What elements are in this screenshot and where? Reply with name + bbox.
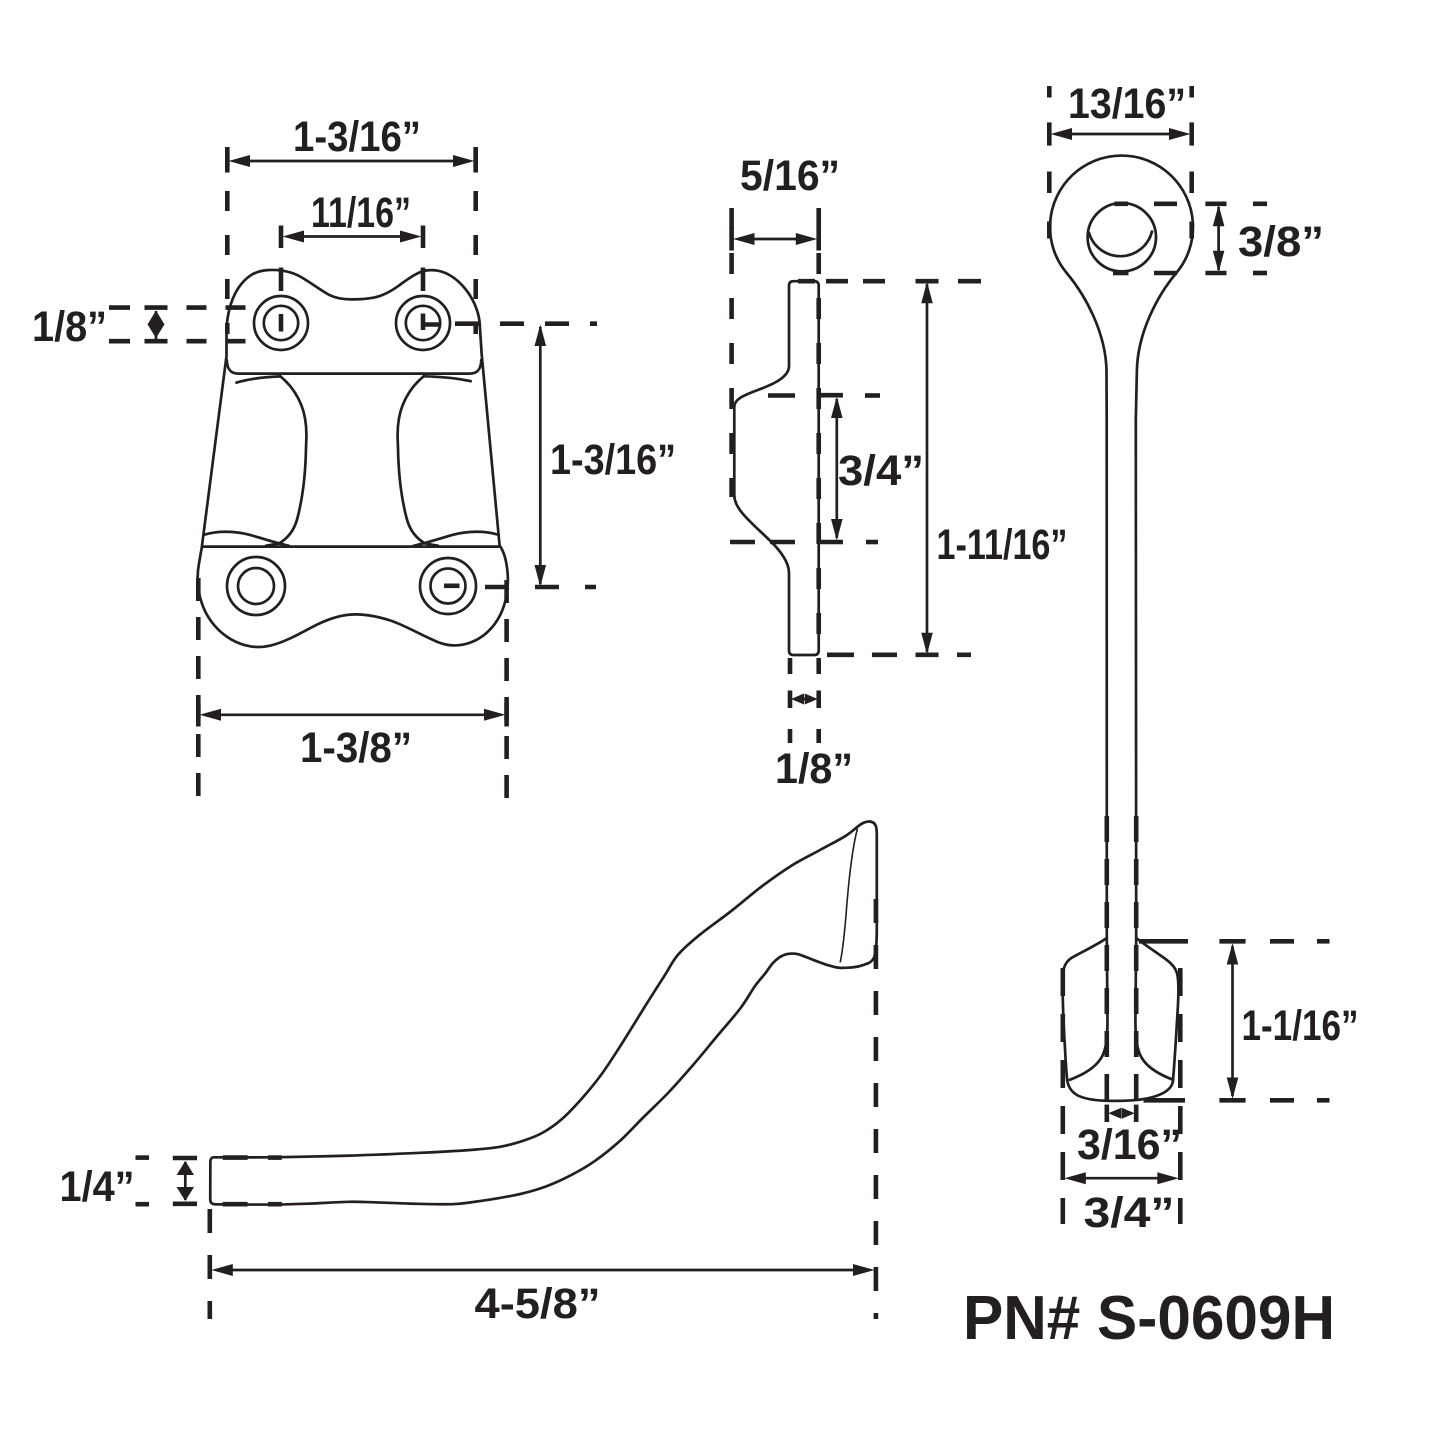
svg-text:1/8”: 1/8” bbox=[32, 303, 107, 351]
svg-text:PN# S-0609H: PN# S-0609H bbox=[963, 1284, 1335, 1353]
svg-text:5/16”: 5/16” bbox=[740, 152, 840, 200]
svg-text:1-3/8”: 1-3/8” bbox=[300, 724, 412, 772]
svg-text:1-3/16”: 1-3/16” bbox=[550, 436, 676, 484]
svg-text:1/4”: 1/4” bbox=[60, 1163, 135, 1211]
svg-text:3/8”: 3/8” bbox=[1238, 218, 1324, 266]
svg-text:4-5/8”: 4-5/8” bbox=[475, 1280, 601, 1328]
svg-text:1/8”: 1/8” bbox=[775, 745, 853, 793]
svg-text:11/16”: 11/16” bbox=[311, 189, 411, 237]
svg-text:3/4”: 3/4” bbox=[1084, 1189, 1175, 1237]
svg-text:1-1/16”: 1-1/16” bbox=[1242, 1002, 1359, 1050]
svg-text:13/16”: 13/16” bbox=[1068, 80, 1186, 128]
svg-text:1-3/16”: 1-3/16” bbox=[293, 113, 421, 161]
svg-text:3/4”: 3/4” bbox=[838, 447, 924, 495]
svg-text:1-11/16”: 1-11/16” bbox=[937, 521, 1068, 569]
svg-text:3/16”: 3/16” bbox=[1077, 1121, 1182, 1169]
